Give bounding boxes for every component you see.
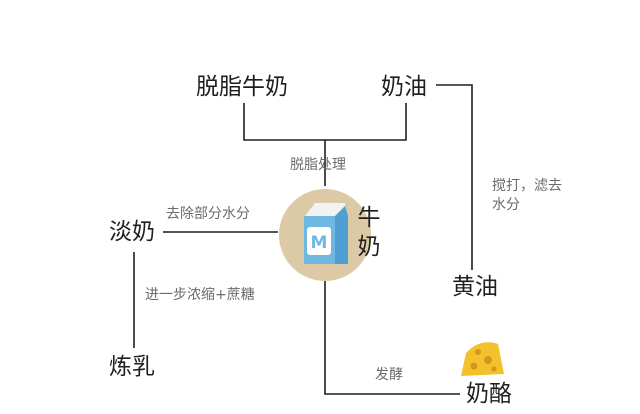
label-ferment: 发酵 (375, 367, 403, 383)
milk-icon: M (278, 188, 372, 286)
cheese-wedge-icon (461, 342, 504, 376)
node-cheese: 奶酪 (466, 381, 512, 407)
label-skim-process: 脱脂处理 (290, 157, 346, 173)
node-condensed-milk: 炼乳 (109, 354, 155, 380)
node-cream: 奶油 (381, 74, 427, 100)
node-evaporated-milk: 淡奶 (109, 219, 155, 245)
node-butter: 黄油 (452, 274, 498, 300)
node-milk-char1: 牛 (357, 205, 381, 231)
cheese-icon (458, 336, 508, 384)
node-milk-char2: 奶 (357, 233, 381, 260)
label-further-concentrate: 进一步浓缩+蔗糖 (145, 287, 255, 303)
label-whip-filter: 搅打，滤去水分 (492, 178, 562, 213)
label-remove-water: 去除部分水分 (166, 206, 250, 222)
connector-skim-cream (243, 103, 407, 141)
connector-milk-cheese (324, 278, 460, 395)
node-milk: 牛 奶 (356, 204, 382, 262)
connector-cream-butter (436, 84, 473, 270)
node-skim-milk: 脱脂牛奶 (196, 74, 288, 100)
milk-letter: M (311, 233, 328, 253)
milk-carton-icon: M (279, 189, 371, 281)
